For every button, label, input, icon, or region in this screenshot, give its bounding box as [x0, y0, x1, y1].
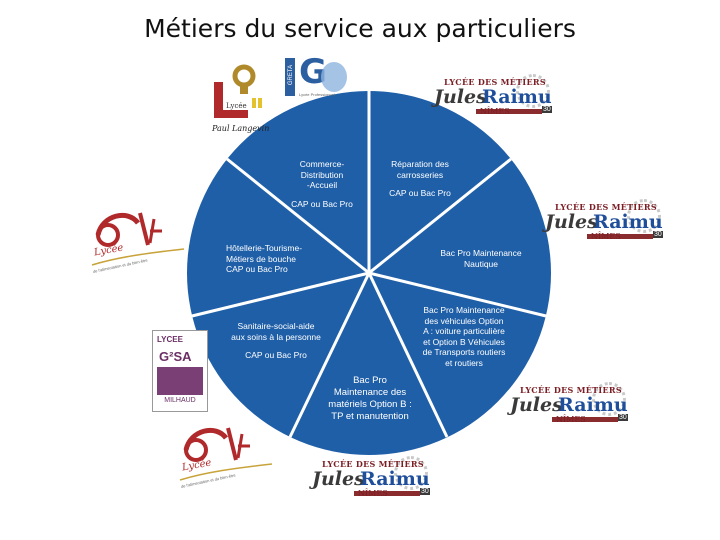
- gear-icon: [516, 74, 550, 108]
- segment-vehicules: Bac Pro Maintenance des véhicules Option…: [416, 305, 512, 368]
- gear-icon: [592, 382, 626, 416]
- greta-small-text: Lycée Professionnel: [299, 92, 335, 97]
- segment-line: -Accueil: [306, 180, 338, 190]
- jr-raimu-text: Raimu: [482, 86, 552, 108]
- jr-raimu-text: Raimu: [593, 211, 663, 233]
- jr-jules-text: Jules: [510, 394, 563, 416]
- logo-jules-raimu: LYCÉE DES MÉTIERS Jules Raimu NÎMES 30: [541, 199, 665, 245]
- logo-jules-raimu: LYCÉE DES MÉTIERS Jules Raimu NÎMES 30: [506, 382, 630, 428]
- gsa-name-text: G²SA: [159, 349, 192, 364]
- segment-line: Hôtellerie-Tourisme-: [226, 243, 303, 253]
- segment-carrosseries: Réparation des carrosseries CAP ou Bac P…: [380, 159, 460, 199]
- segment-sanitaire: Sanitaire-social-aide aux soins à la per…: [224, 321, 328, 361]
- segment-line: des véhicules Option: [424, 315, 504, 326]
- wheel-dividers: [191, 91, 547, 438]
- segment-line: Bac Pro Maintenance: [423, 305, 505, 315]
- logo-greta: GRETA G Lycée Professionnel: [285, 52, 353, 104]
- segment-line: CAP ou Bac Pro: [245, 350, 307, 360]
- divider-lower-left: [191, 271, 370, 318]
- gsa-city-text: MILHAUD: [164, 397, 196, 404]
- segment-commerce: Commerce-Distribution -Accueil CAP ou Ba…: [280, 159, 364, 209]
- gear-icon: [394, 456, 428, 490]
- jr-raimu-text: Raimu: [558, 394, 628, 416]
- larc-swirl-icon: [179, 427, 273, 481]
- langevin-text-lycee: Lycée: [226, 102, 247, 110]
- segment-line: de Transports routiers: [422, 347, 506, 357]
- greta-globe-icon: [321, 62, 347, 92]
- jr-jules-text: Jules: [545, 211, 598, 233]
- langevin-mark-icon: [214, 64, 262, 118]
- jr-number: 30: [542, 106, 552, 113]
- jr-raimu-text: Raimu: [360, 468, 430, 490]
- gear-icon: [627, 199, 661, 233]
- jr-top-text: LYCÉE DES MÉTIERS: [520, 385, 622, 395]
- divider-bottom-right: [367, 272, 449, 438]
- langevin-text-name: Paul Langevin: [212, 124, 270, 133]
- logo-lycee-larc: Lycée de l'alimentation et du bien-être: [176, 420, 276, 490]
- jr-top-text: LYCÉE DES MÉTIERS: [444, 77, 546, 87]
- segment-line: Bac Pro Maintenance: [440, 248, 522, 258]
- divider-upper-right: [368, 157, 512, 275]
- segment-hotellerie: Hôtellerie-Tourisme- Métiers de bouche C…: [226, 243, 316, 275]
- jr-nimes-text: NÎMES: [358, 489, 388, 498]
- segment-line: et routiers: [445, 357, 483, 368]
- segment-materiels: Bac Pro Maintenance des matériels Option…: [322, 375, 418, 423]
- logo-lycee-gsa: LYCEE G²SA MILHAUD: [152, 330, 208, 412]
- divider-bottom-left: [288, 272, 371, 438]
- segment-line: CAP ou Bac Pro: [291, 198, 353, 209]
- segment-line: Commerce-Distribution: [299, 159, 345, 180]
- logo-lycee-larc: Lycée de l'alimentation et du bien-être: [88, 205, 188, 275]
- divider-upper-left: [226, 157, 370, 275]
- segment-line: aux soins à la personne: [231, 331, 321, 342]
- jr-jules-text: Jules: [434, 86, 487, 108]
- segment-line: carrosseries: [396, 169, 444, 180]
- logo-jules-raimu: LYCÉE DES MÉTIERS Jules Raimu NÎMES 30: [308, 456, 432, 502]
- jr-nimes-text: NÎMES: [556, 415, 586, 424]
- segment-line: Sanitaire-social-aide: [237, 321, 315, 331]
- greta-vertical-text: GRETA: [288, 64, 294, 86]
- gsa-lycee-text: LYCEE: [157, 335, 183, 344]
- segment-line: matériels Option B :: [328, 399, 412, 410]
- logo-jules-raimu: LYCÉE DES MÉTIERS Jules Raimu NÎMES 30: [430, 74, 554, 120]
- jr-nimes-text: NÎMES: [591, 232, 621, 241]
- jr-number: 30: [618, 414, 628, 421]
- segment-line: Métiers de bouche: [226, 253, 296, 264]
- divider-lower-right: [368, 271, 547, 318]
- segment-line: TP et manutention: [331, 411, 409, 422]
- jr-number: 30: [653, 231, 663, 238]
- segment-line: Nautique: [463, 258, 499, 269]
- segment-line: et Option B Véhicules: [423, 336, 505, 347]
- larc-swirl-icon: [91, 212, 185, 266]
- jr-number: 30: [420, 488, 430, 495]
- segment-line: Bac Pro: [353, 375, 387, 386]
- segment-line: Maintenance des: [333, 387, 407, 398]
- page-title: Métiers du service aux particuliers: [144, 14, 576, 43]
- segment-line: CAP ou Bac Pro: [226, 264, 288, 274]
- jr-top-text: LYCÉE DES MÉTIERS: [322, 459, 424, 469]
- gsa-building-icon: [157, 367, 203, 395]
- segment-line: Réparation des: [391, 159, 449, 169]
- jr-jules-text: Jules: [312, 468, 365, 490]
- logo-lycee-paul-langevin: Lycée Paul Langevin: [210, 62, 270, 138]
- jr-nimes-text: NÎMES: [480, 107, 510, 116]
- segment-nautique: Bac Pro Maintenance Nautique: [438, 248, 524, 269]
- jr-top-text: LYCÉE DES MÉTIERS: [555, 202, 657, 212]
- segment-line: A : voiture particulière: [423, 326, 505, 336]
- segment-line: CAP ou Bac Pro: [389, 188, 451, 198]
